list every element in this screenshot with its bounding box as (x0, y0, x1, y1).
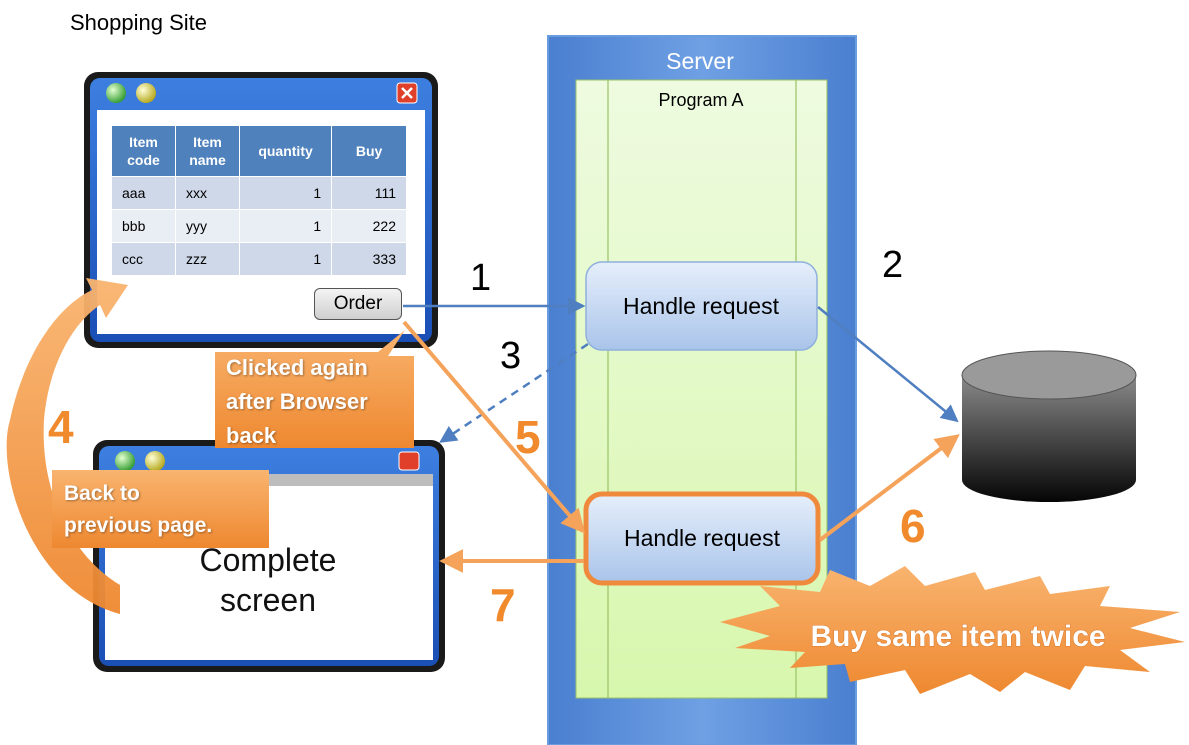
arrow-step-6 (818, 434, 960, 542)
cell-code: bbb (112, 209, 176, 242)
program-a-label: Program A (658, 90, 743, 110)
burst-warning: Buy same item twice (720, 566, 1185, 694)
yellow-ball-icon (145, 451, 165, 471)
yellow-ball-icon (136, 83, 156, 103)
cell-code: aaa (112, 176, 176, 209)
step-1-label: 1 (470, 257, 491, 299)
cell-buy: 111 (332, 176, 407, 209)
cell-quantity: 1 (239, 176, 333, 209)
header-buy: Buy (332, 126, 407, 176)
burst-label: Buy same item twice (810, 620, 1105, 653)
step-2-label: 2 (882, 244, 903, 286)
cell-name: xxx (175, 176, 240, 209)
cell-name: yyy (175, 209, 240, 242)
callout-clicked-again (215, 330, 414, 448)
callout-line: after Browser (226, 389, 368, 414)
step-6-label: 6 (900, 500, 926, 552)
page-title: Shopping Site (70, 10, 207, 35)
item-table: Item code Item name quantity Buy aaa xxx… (112, 126, 407, 275)
database-icon (961, 350, 1137, 502)
close-icon[interactable] (398, 451, 420, 471)
green-ball-icon (115, 451, 135, 471)
callout-line: back (226, 423, 277, 448)
cell-code: ccc (112, 242, 176, 275)
green-ball-icon (106, 83, 126, 103)
step-7-label: 7 (490, 579, 516, 631)
order-button[interactable]: Order (314, 288, 402, 320)
server-title: Server (666, 48, 734, 74)
cell-quantity: 1 (239, 209, 333, 242)
callout-line: Back to (64, 482, 140, 505)
table-row: ccc zzz 1 333 (112, 242, 407, 275)
callout-clicked-again-text: Clicked again after Browser back (226, 351, 368, 453)
complete-line-2: screen (219, 582, 317, 618)
cell-buy: 222 (332, 209, 407, 242)
header-item-code: Item code (112, 126, 176, 176)
table-row: bbb yyy 1 222 (112, 209, 407, 242)
cell-name: zzz (175, 242, 240, 275)
step-5-label: 5 (515, 411, 541, 463)
callout-back-text: Back to previous page. (64, 478, 212, 542)
table-row: aaa xxx 1 111 (112, 176, 407, 209)
cell-quantity: 1 (239, 242, 333, 275)
handle-request-top: Handle request (585, 261, 818, 351)
handle-request-bottom: Handle request (583, 491, 821, 586)
back-curve-arrow (6, 278, 128, 614)
callout-back-to-previous (52, 470, 269, 548)
callout-line: Clicked again (226, 355, 368, 380)
arrow-step-3 (439, 342, 589, 443)
server-column: Server Program A (547, 35, 857, 745)
complete-line-1: Complete (199, 542, 337, 578)
arrow-step-2 (817, 306, 959, 423)
arrow-step-5 (402, 320, 586, 534)
complete-screen-text: Complete screen (150, 540, 386, 620)
handle-request-bottom-label: Handle request (624, 525, 781, 551)
header-item-name: Item name (175, 126, 240, 176)
handle-request-top-label: Handle request (623, 293, 780, 319)
cell-buy: 333 (332, 242, 407, 275)
step-4-label: 4 (48, 401, 74, 453)
callout-line: previous page. (64, 514, 213, 537)
step-3-label: 3 (500, 335, 521, 377)
table-header-row: Item code Item name quantity Buy (112, 126, 407, 176)
header-quantity: quantity (239, 126, 333, 176)
